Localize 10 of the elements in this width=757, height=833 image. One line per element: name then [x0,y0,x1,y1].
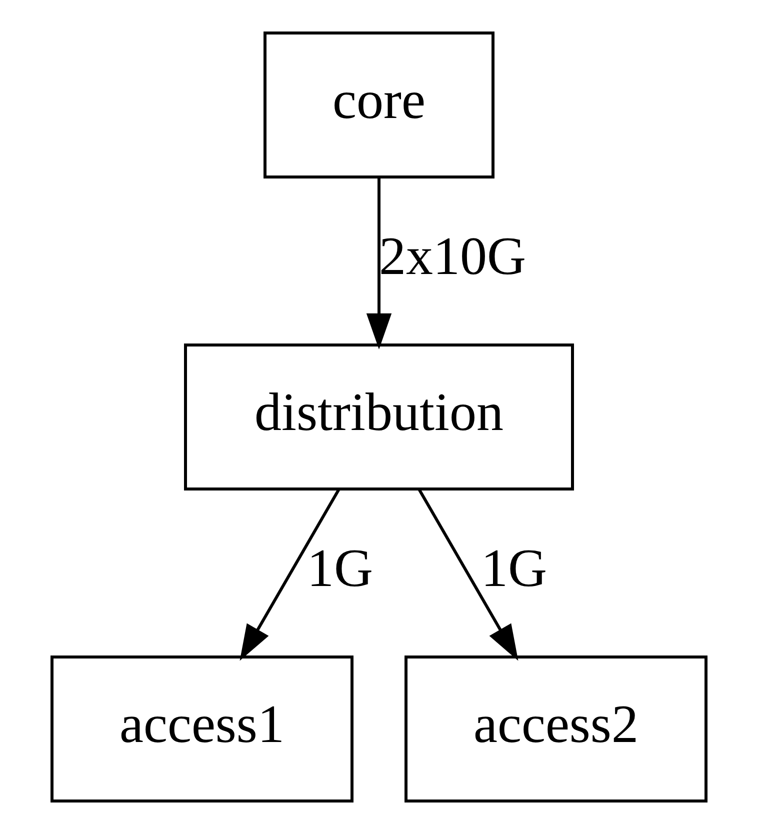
node-box: access2 [404,655,707,802]
arrow [366,176,392,349]
node-box: distribution [184,343,574,490]
edge-label: 2x10G [378,226,526,286]
node-box: access1 [50,655,353,802]
edge-label: 1G [480,538,546,598]
edge-label: 1G [306,538,372,598]
node-box: core [263,31,494,178]
arrow [239,488,340,660]
arrow [417,488,518,660]
